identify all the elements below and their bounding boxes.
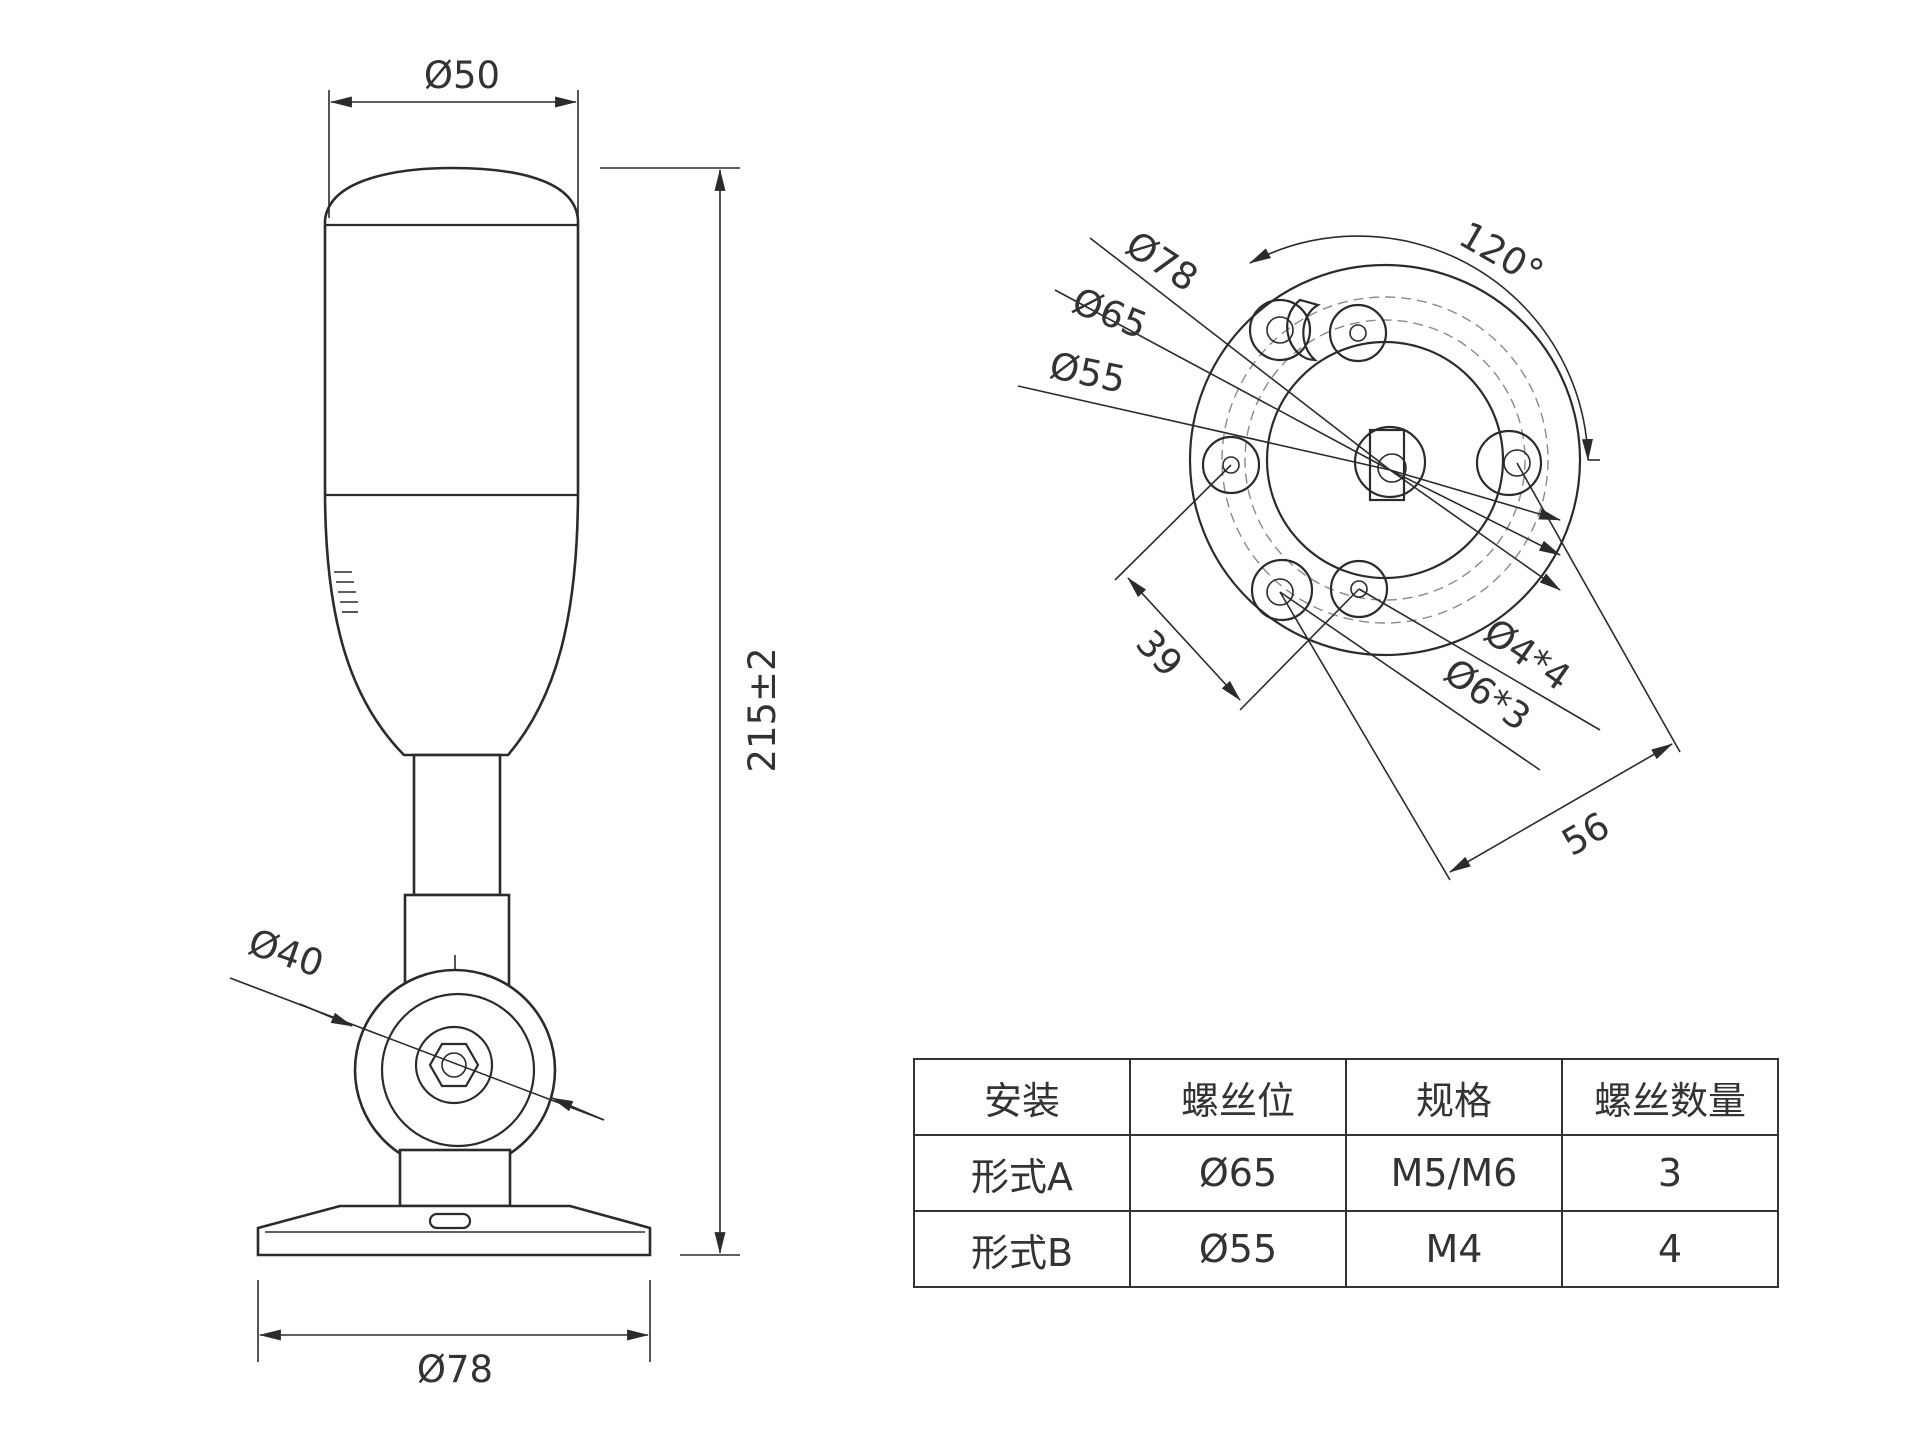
- base-plate: [256, 1204, 652, 1257]
- spec-table: 安装 螺丝位 规格 螺丝数量 形式A Ø65 M5/M6 3 形式B Ø55 M…: [913, 1058, 1779, 1288]
- joint-disc: [353, 968, 557, 1172]
- leader-78: [1089, 237, 1391, 471]
- leader-arrow: [1389, 469, 1561, 556]
- lamp-head: [323, 166, 580, 757]
- ext-line: [1516, 462, 1681, 753]
- pitch-circle-a: [1221, 296, 1549, 624]
- angle-arc: [1249, 235, 1593, 462]
- holes-small: [1201, 303, 1389, 619]
- cell-screw-count: 3: [1561, 1134, 1779, 1212]
- ext-line: [1279, 591, 1451, 881]
- hole-small: [1329, 559, 1389, 619]
- sound-holes: [334, 571, 358, 613]
- leader-arrow: [1389, 469, 1562, 521]
- cell-screw-count: 4: [1561, 1210, 1779, 1288]
- holes-large: [1248, 298, 1543, 622]
- cell-install: 形式B: [913, 1210, 1131, 1288]
- leader-arrow: [1389, 469, 1561, 591]
- dim-arrow-in: [299, 1003, 354, 1027]
- dim-top-diameter: Ø50: [424, 54, 500, 97]
- cell-spec: M4: [1345, 1210, 1563, 1288]
- dim-height: 215±2: [741, 647, 784, 772]
- ext-line: [1114, 464, 1232, 581]
- hole-small: [1328, 303, 1388, 363]
- nut-hole: [441, 1052, 467, 1078]
- dim-outer-diameter: Ø78: [1118, 223, 1205, 301]
- dim-base-diameter: Ø78: [417, 1348, 493, 1391]
- dim-line: [1449, 743, 1673, 873]
- leader-65: [1054, 289, 1391, 471]
- pole: [412, 753, 502, 897]
- dim-line: [1127, 577, 1241, 701]
- cell-install: 形式A: [913, 1134, 1131, 1212]
- leader-hole-small: [1358, 588, 1601, 731]
- center-boss: [1265, 340, 1505, 580]
- dim-arrow-in: [550, 1097, 605, 1121]
- header-screw-count: 螺丝数量: [1561, 1058, 1779, 1136]
- dim-pitch-a: Ø65: [1066, 279, 1153, 347]
- bottom-view: 120° Ø78 Ø65 Ø55 Ø4*4 Ø6*3 39 56: [1017, 213, 1681, 881]
- dim-joint-diameter: Ø40: [243, 920, 329, 985]
- hex-nut: [428, 1042, 480, 1088]
- cell-screw-position: Ø55: [1129, 1210, 1347, 1288]
- table-header-row: 安装 螺丝位 规格 螺丝数量: [913, 1058, 1779, 1136]
- header-install: 安装: [913, 1058, 1131, 1136]
- leader-hole-large: [1279, 591, 1541, 771]
- cell-screw-position: Ø65: [1129, 1134, 1347, 1212]
- leader-55: [1017, 385, 1391, 471]
- hub-key: [1368, 428, 1406, 502]
- header-screw-position: 螺丝位: [1129, 1058, 1347, 1136]
- dim-leader: [229, 977, 605, 1121]
- stand-stem: [398, 1148, 512, 1208]
- hole-small: [1201, 435, 1261, 495]
- dim-span-39: 39: [1127, 622, 1191, 686]
- header-spec: 规格: [1345, 1058, 1563, 1136]
- table-row: 形式A Ø65 M5/M6 3: [913, 1134, 1779, 1212]
- joint-inner-ring: [380, 992, 536, 1148]
- cell-spec: M5/M6: [1345, 1134, 1563, 1212]
- dim-span-56: 56: [1555, 804, 1617, 865]
- side-view: Ø50 215±2 Ø40 Ø78: [229, 54, 784, 1391]
- pitch-circle-b: [1244, 319, 1526, 601]
- base-screw: [428, 1212, 472, 1230]
- dim-pitch-b: Ø55: [1046, 344, 1129, 402]
- nut-ring: [414, 1025, 494, 1105]
- table-row: 形式B Ø55 M4 4: [913, 1210, 1779, 1288]
- ext-line: [1239, 588, 1360, 711]
